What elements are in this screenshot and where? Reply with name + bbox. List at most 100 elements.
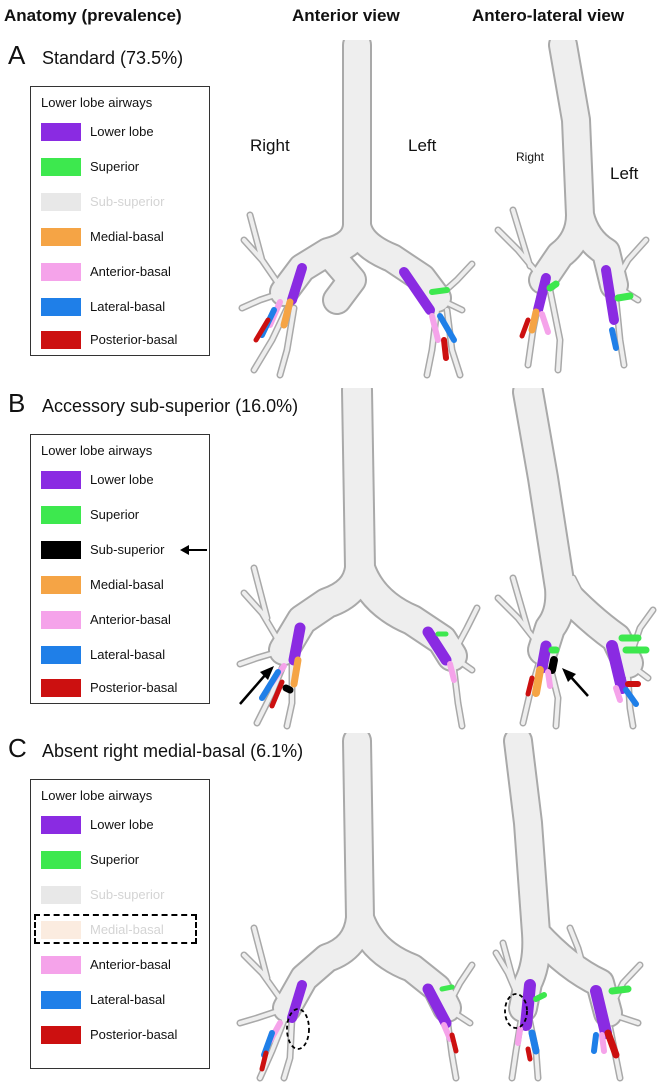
legend-title: Lower lobe airways	[41, 443, 152, 458]
legend-item-sub-superior: Sub-superior	[41, 884, 207, 906]
color-swatch	[41, 611, 81, 629]
legend-item-sub-superior: Sub-superior	[41, 191, 207, 213]
color-swatch	[41, 679, 81, 697]
column-header-antero-lateral-view: Antero-lateral view	[472, 6, 624, 26]
legend-label: Sub-superior	[90, 542, 164, 557]
legend-item-anterior-basal: Anterior-basal	[41, 261, 207, 283]
lateral-basal-segment	[532, 1033, 536, 1051]
medial-basal-segment	[532, 312, 536, 330]
medial-basal-segment	[536, 670, 540, 693]
color-swatch	[41, 193, 81, 211]
legend-item-posterior-basal: Posterior-basal	[41, 1024, 207, 1046]
color-swatch	[41, 506, 81, 524]
airway-tree-anterior-view	[232, 40, 482, 385]
legend-item-lateral-basal: Lateral-basal	[41, 644, 207, 666]
color-swatch	[41, 1026, 81, 1044]
legend-label: Superior	[90, 507, 139, 522]
legend-label: Posterior-basal	[90, 1027, 177, 1042]
color-swatch	[41, 576, 81, 594]
legend-title: Lower lobe airways	[41, 788, 152, 803]
superior-segment	[432, 290, 447, 292]
legend-label: Superior	[90, 159, 139, 174]
column-header-anterior-view: Anterior view	[292, 6, 400, 26]
legend-box: Lower lobe airways Lower lobe Superior S…	[30, 434, 210, 704]
arrow-icon	[562, 668, 588, 696]
legend-label: Lower lobe	[90, 817, 154, 832]
anterior-basal-segment	[518, 1029, 520, 1043]
sub-superior-segment	[286, 688, 290, 690]
legend-item-superior: Superior	[41, 156, 207, 178]
posterior-basal-segment	[528, 1049, 530, 1059]
panel-b-accessory-sub-superior: B Accessory sub-superior (16.0%) Lower l…	[0, 388, 666, 730]
color-swatch	[41, 956, 81, 974]
legend-item-posterior-basal: Posterior-basal	[41, 329, 207, 351]
legend-item-medial-basal: Medial-basal	[41, 574, 207, 596]
legend-item-lower-lobe: Lower lobe	[41, 814, 207, 836]
airway-tree-antero-lateral-view	[488, 733, 658, 1083]
anterior-basal-segment	[542, 314, 548, 332]
legend-label: Anterior-basal	[90, 957, 171, 972]
legend-item-lower-lobe: Lower lobe	[41, 121, 207, 143]
anterior-basal-segment	[616, 688, 620, 700]
color-swatch	[41, 991, 81, 1009]
panel-letter: B	[8, 388, 25, 419]
legend-item-superior: Superior	[41, 849, 207, 871]
lateral-basal-segment	[594, 1035, 596, 1051]
panel-title: Standard (73.5%)	[42, 48, 183, 69]
legend-label: Lateral-basal	[90, 299, 165, 314]
legend-label: Lower lobe	[90, 472, 154, 487]
side-label-left: Left	[610, 164, 638, 184]
panel-letter: C	[8, 733, 27, 764]
color-swatch	[41, 228, 81, 246]
legend-item-medial-basal: Medial-basal	[41, 226, 207, 248]
color-swatch	[41, 158, 81, 176]
legend-label: Sub-superior	[90, 194, 164, 209]
legend-item-sub-superior: Sub-superior	[41, 539, 207, 561]
superior-segment	[442, 987, 452, 989]
color-swatch	[41, 123, 81, 141]
color-swatch	[41, 886, 81, 904]
anterior-basal-segment	[602, 1035, 604, 1051]
legend-label: Lateral-basal	[90, 647, 165, 662]
color-swatch	[41, 471, 81, 489]
airway-tree-anterior-view	[232, 733, 482, 1083]
legend-item-lateral-basal: Lateral-basal	[41, 989, 207, 1011]
anterior-basal-segment	[548, 672, 550, 686]
color-swatch	[41, 816, 81, 834]
legend-box: Lower lobe airways Lower lobe Superior S…	[30, 86, 210, 356]
color-swatch	[41, 298, 81, 316]
panel-c-absent-right-medial-basal: C Absent right medial-basal (6.1%) Lower…	[0, 733, 666, 1083]
legend-label: Medial-basal	[90, 229, 164, 244]
legend-item-anterior-basal: Anterior-basal	[41, 954, 207, 976]
lower-lobe-segment	[294, 628, 300, 660]
airway-tree-antero-lateral-view	[488, 388, 658, 730]
legend-item-posterior-basal: Posterior-basal	[41, 677, 207, 699]
sub-superior-segment	[552, 660, 554, 670]
absent-highlight-box	[34, 914, 197, 944]
legend-box: Lower lobe airways Lower lobe Superior S…	[30, 779, 210, 1069]
legend-title: Lower lobe airways	[41, 95, 152, 110]
superior-segment	[612, 989, 628, 991]
legend-label: Anterior-basal	[90, 612, 171, 627]
airway-tree-anterior-view	[232, 388, 482, 730]
anterior-basal-segment	[450, 664, 454, 680]
color-swatch	[41, 851, 81, 869]
panel-a-standard: A Standard (73.5%) Lower lobe airways Lo…	[0, 40, 666, 385]
panel-letter: A	[8, 40, 25, 71]
color-swatch	[41, 263, 81, 281]
side-label-right: Right	[250, 136, 290, 156]
medial-basal-segment	[294, 660, 298, 684]
legend-label: Posterior-basal	[90, 680, 177, 695]
legend-label: Superior	[90, 852, 139, 867]
legend-item-lateral-basal: Lateral-basal	[41, 296, 207, 318]
superior-segment	[618, 296, 630, 298]
superior-segment	[550, 284, 556, 288]
legend-item-anterior-basal: Anterior-basal	[41, 609, 207, 631]
side-label-left: Left	[408, 136, 436, 156]
column-header-anatomy: Anatomy (prevalence)	[4, 6, 182, 26]
legend-label: Lower lobe	[90, 124, 154, 139]
legend-item-superior: Superior	[41, 504, 207, 526]
color-swatch	[41, 646, 81, 664]
legend-label: Lateral-basal	[90, 992, 165, 1007]
lower-lobe-segment	[542, 646, 546, 668]
